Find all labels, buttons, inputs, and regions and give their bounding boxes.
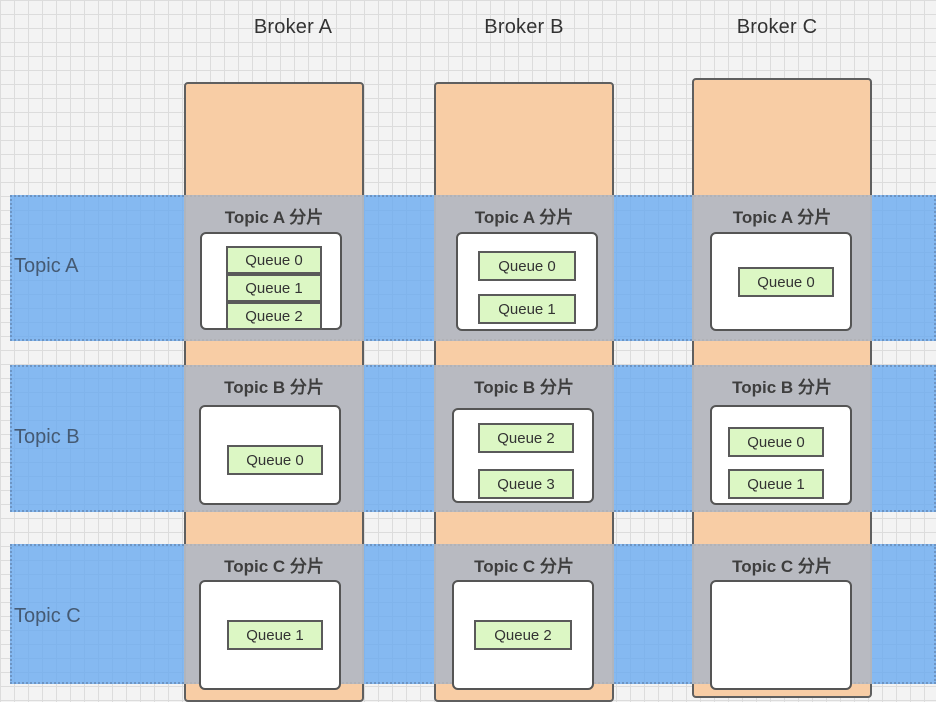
queue-item: Queue 0 — [227, 445, 323, 475]
queue-item: Queue 2 — [474, 620, 572, 650]
shard-title: Topic C 分片 — [224, 557, 324, 576]
shard-title: Topic A 分片 — [224, 208, 324, 227]
queue-container: Queue 0 — [710, 232, 852, 331]
shard-title: Topic A 分片 — [474, 208, 574, 227]
topic-b-label: Topic B — [14, 426, 80, 448]
queue-container: Queue 2 — [452, 580, 594, 690]
broker-b-header: Broker B — [484, 16, 564, 38]
broker-a-header: Broker A — [253, 16, 333, 38]
shard-title: Topic C 分片 — [732, 557, 832, 576]
broker-a-topic-a-shard: Topic A 分片 Queue 0 Queue 1 Queue 2 — [184, 195, 364, 341]
queue-container: Queue 0 Queue 1 — [710, 405, 852, 505]
broker-c-topic-c-shard: Topic C 分片 — [692, 544, 872, 690]
broker-a-topic-c-shard: Topic C 分片 Queue 1 — [184, 544, 364, 690]
queue-item: Queue 1 — [227, 620, 323, 650]
shard-title: Topic B 分片 — [224, 378, 324, 397]
shard-title: Topic B 分片 — [732, 378, 832, 397]
queue-item: Queue 0 — [478, 251, 576, 281]
topic-c-label: Topic C — [14, 605, 81, 627]
queue-container: Queue 2 Queue 3 — [452, 408, 594, 503]
shard-title: Topic B 分片 — [474, 378, 574, 397]
broker-b-topic-b-shard: Topic B 分片 Queue 2 Queue 3 — [434, 365, 614, 512]
queue-container: Queue 0 — [199, 405, 341, 505]
topic-a-label: Topic A — [14, 255, 79, 277]
broker-b-topic-c-shard: Topic C 分片 Queue 2 — [434, 544, 614, 690]
queue-item: Queue 1 — [728, 469, 824, 499]
broker-c-topic-b-shard: Topic B 分片 Queue 0 Queue 1 — [692, 365, 872, 512]
broker-c-topic-a-shard: Topic A 分片 Queue 0 — [692, 195, 872, 341]
queue-container: Queue 0 Queue 1 — [456, 232, 598, 331]
queue-item: Queue 0 — [738, 267, 834, 297]
queue-item: Queue 1 — [226, 274, 322, 302]
queue-container: Queue 1 — [199, 580, 341, 690]
queue-item: Queue 0 — [728, 427, 824, 457]
broker-a-topic-b-shard: Topic B 分片 Queue 0 — [184, 365, 364, 512]
queue-item: Queue 0 — [226, 246, 322, 274]
queue-item: Queue 1 — [478, 294, 576, 324]
shard-title: Topic A 分片 — [732, 208, 832, 227]
broker-c-header: Broker C — [736, 16, 818, 38]
queue-container — [710, 580, 852, 690]
shard-title: Topic C 分片 — [474, 557, 574, 576]
queue-item: Queue 2 — [478, 423, 574, 453]
broker-b-topic-a-shard: Topic A 分片 Queue 0 Queue 1 — [434, 195, 614, 341]
queue-item: Queue 2 — [226, 302, 322, 330]
queue-item: Queue 3 — [478, 469, 574, 499]
queue-container: Queue 0 Queue 1 Queue 2 — [200, 232, 342, 330]
